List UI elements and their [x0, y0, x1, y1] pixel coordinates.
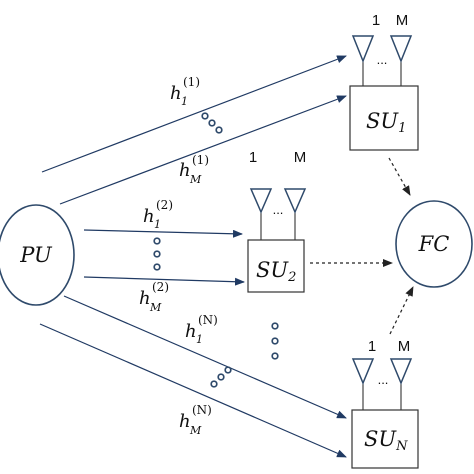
su2-antennas: 1 M ...: [249, 149, 306, 240]
su2-antenna-ellipsis: ...: [273, 202, 284, 217]
antenna-icon: [283, 188, 307, 214]
svg-text:h: h: [170, 83, 182, 104]
pu-node: PU: [0, 204, 75, 306]
su1-antenna-first-label: 1: [372, 12, 380, 29]
svg-text:(2): (2): [152, 280, 169, 294]
sun-antenna-last-label: M: [398, 338, 411, 355]
svg-text:(N): (N): [198, 313, 218, 327]
svg-text:h: h: [185, 321, 197, 342]
svg-text:(2): (2): [156, 198, 173, 212]
sun-antennas: 1 M ...: [351, 338, 413, 410]
svg-text:(N): (N): [192, 403, 212, 417]
fc-label: FC: [418, 232, 450, 256]
channel-link-h1-1: [41, 55, 347, 173]
su2-node: SU2: [247, 239, 305, 293]
antenna-icon: [351, 35, 375, 64]
sun-antenna-ellipsis: ...: [378, 372, 389, 387]
sun-to-fc-link: [389, 286, 414, 335]
svg-text:(1): (1): [192, 153, 209, 167]
fc-node: FC: [395, 200, 473, 288]
su1-label: SU1: [366, 109, 406, 136]
sun-label: SUN: [364, 427, 408, 454]
svg-text:(1): (1): [183, 75, 200, 89]
channel-link-hM-1: [59, 95, 347, 205]
sun-antenna-first-label: 1: [368, 338, 376, 355]
svg-text:M: M: [189, 173, 202, 186]
sun-node: SUN: [351, 409, 419, 469]
su1-antenna-last-label: M: [396, 12, 409, 29]
su2-antenna-first-label: 1: [249, 149, 257, 166]
channel-label-hM-1: h M (1): [179, 153, 209, 186]
channel-label-hM-N: h M (N): [179, 403, 212, 437]
svg-text:1: 1: [154, 218, 161, 231]
antenna-icon: [389, 358, 413, 385]
svg-text:1: 1: [196, 333, 203, 346]
su1-antennas: 1 M ...: [351, 12, 413, 86]
su2-antenna-last-label: M: [294, 149, 307, 166]
svg-text:M: M: [189, 424, 202, 437]
su-ellipsis-vertical: [271, 322, 279, 360]
channel-link-hM-2: [83, 276, 245, 286]
svg-text:h: h: [179, 160, 191, 181]
su1-node: SU1: [349, 85, 419, 151]
antenna-icon: [249, 188, 273, 214]
channel-label-h1-1: h 1 (1): [170, 75, 200, 108]
channel-link-h1-N: [63, 295, 347, 419]
channel-link-h1-2: [83, 229, 243, 238]
su1-to-fc-link: [388, 157, 411, 196]
antenna-icon: [389, 35, 413, 64]
channel-link-hM-N: [39, 323, 347, 458]
svg-text:M: M: [149, 301, 162, 314]
channel-ellipsis-su1: [201, 112, 223, 134]
pu-label: PU: [19, 243, 53, 267]
svg-text:h: h: [143, 206, 155, 227]
svg-text:h: h: [179, 411, 191, 432]
svg-text:1: 1: [181, 95, 188, 108]
su2-label: SU2: [256, 258, 296, 285]
channel-ellipsis-sun: [210, 366, 232, 388]
channel-label-h1-N: h 1 (N): [185, 313, 218, 346]
channel-ellipsis-su2: [153, 237, 161, 271]
channel-label-h1-2: h 1 (2): [143, 198, 173, 231]
svg-text:h: h: [139, 288, 151, 309]
su1-antenna-ellipsis: ...: [377, 52, 388, 67]
channel-label-hM-2: h M (2): [139, 280, 169, 314]
antenna-icon: [351, 358, 375, 385]
